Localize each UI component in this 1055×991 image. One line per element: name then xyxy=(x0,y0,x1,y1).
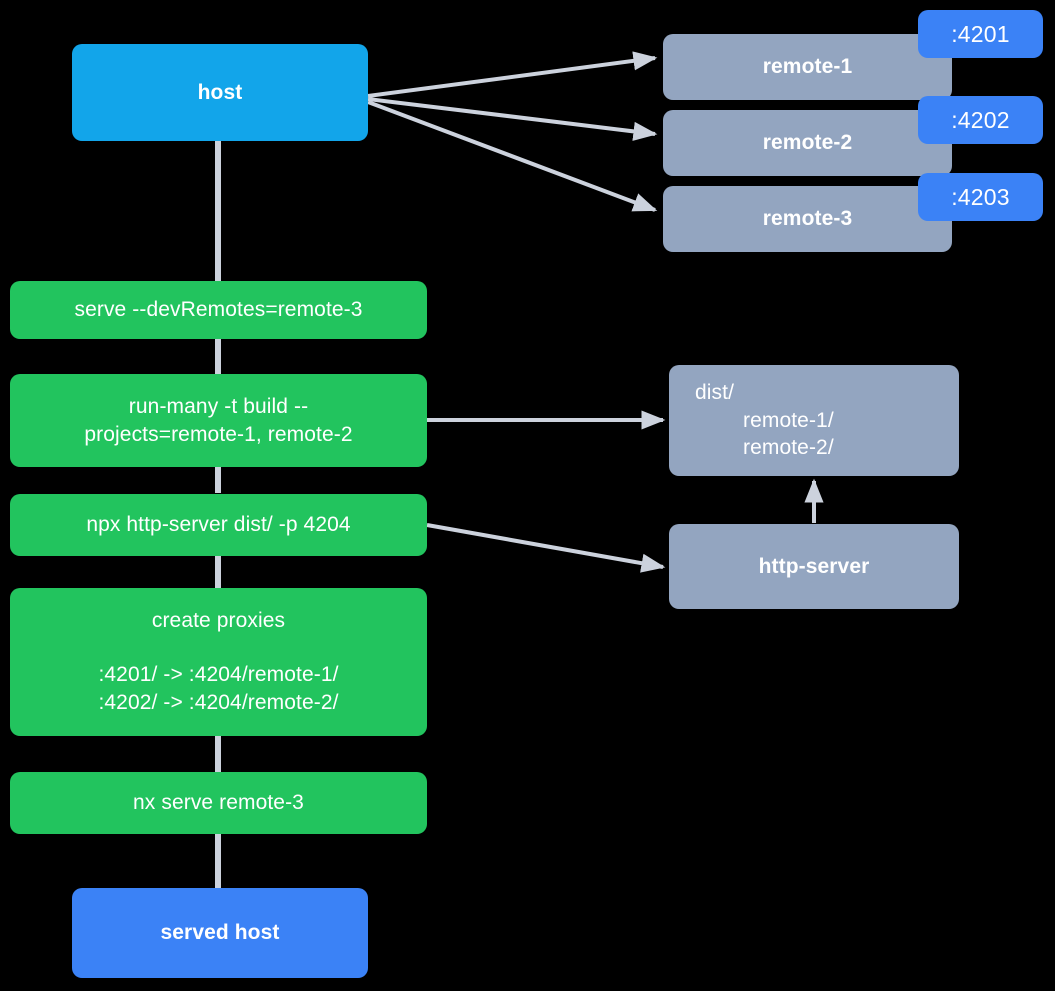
badge-port-4202-label: :4202 xyxy=(951,106,1010,133)
node-remote-3[interactable]: remote-3 xyxy=(663,186,952,252)
edge-host-to-remote-1 xyxy=(367,51,658,98)
node-remote-1-label: remote-1 xyxy=(762,55,853,79)
node-served-host-label: served host xyxy=(160,921,280,945)
node-remote-2-label: remote-2 xyxy=(762,131,853,155)
command-line: run-many -t build -- xyxy=(128,394,309,418)
edge-npx-to-http-server xyxy=(426,523,666,573)
command-line: npx http-server dist/ -p 4204 xyxy=(86,513,351,537)
node-command-nx-serve-remote-3[interactable]: nx serve remote-3 xyxy=(10,772,427,834)
node-host[interactable]: host xyxy=(72,44,368,141)
node-remote-1[interactable]: remote-1 xyxy=(663,34,952,100)
command-line: nx serve remote-3 xyxy=(133,791,304,815)
node-http-server[interactable]: http-server xyxy=(669,524,959,609)
badge-port-4201-label: :4201 xyxy=(951,20,1010,47)
command-line: serve --devRemotes=remote-3 xyxy=(74,298,363,322)
node-host-label: host xyxy=(197,80,243,104)
dist-root-label: dist/ xyxy=(695,380,735,404)
node-http-server-label: http-server xyxy=(758,554,870,578)
node-dist-folder[interactable]: dist/ remote-1/ remote-2/ xyxy=(669,365,959,476)
node-command-npx-http-server[interactable]: npx http-server dist/ -p 4204 xyxy=(10,494,427,556)
node-remote-2[interactable]: remote-2 xyxy=(663,110,952,176)
dist-tree: dist/ remote-1/ remote-2/ xyxy=(669,379,959,462)
node-command-create-proxies[interactable]: create proxies :4201/ -> :4204/remote-1/… xyxy=(10,588,427,736)
node-served-host[interactable]: served host xyxy=(72,888,368,978)
node-remote-3-label: remote-3 xyxy=(762,207,853,231)
dist-child-remote-1: remote-1/ xyxy=(743,408,834,432)
node-command-run-many[interactable]: run-many -t build -- projects=remote-1, … xyxy=(10,374,427,467)
edge-host-to-remote-2 xyxy=(367,97,658,141)
dist-child-remote-2: remote-2/ xyxy=(743,436,834,460)
command-line: create proxies xyxy=(151,609,286,633)
command-line: :4202/ -> :4204/remote-2/ xyxy=(98,690,339,714)
badge-port-4203-label: :4203 xyxy=(951,183,1010,210)
badge-port-4203[interactable]: :4203 xyxy=(918,173,1043,221)
badge-port-4202[interactable]: :4202 xyxy=(918,96,1043,144)
edge-host-to-remote-3 xyxy=(367,100,658,212)
badge-port-4201[interactable]: :4201 xyxy=(918,10,1043,58)
node-command-serve-devremotes[interactable]: serve --devRemotes=remote-3 xyxy=(10,281,427,339)
command-line: :4201/ -> :4204/remote-1/ xyxy=(98,663,339,687)
command-line: projects=remote-1, remote-2 xyxy=(84,422,353,446)
